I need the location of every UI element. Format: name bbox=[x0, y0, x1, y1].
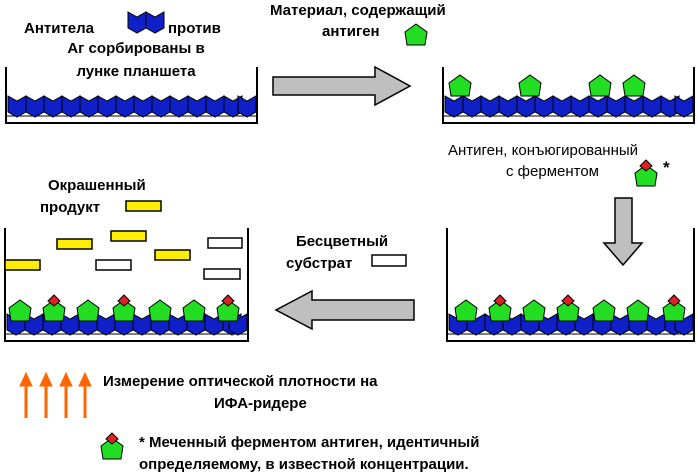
step1-label-part1: Антитела bbox=[24, 20, 95, 37]
antibody-icon bbox=[127, 11, 165, 34]
measurement-label-line2: ИФА-ридере bbox=[214, 395, 307, 412]
step1-label-line3: лунке планшета bbox=[76, 63, 196, 80]
antibody-layer-1 bbox=[7, 95, 257, 118]
well-3 bbox=[446, 228, 695, 342]
legend-line1: * Меченный ферментом антиген, идентичный bbox=[139, 434, 480, 451]
step1-label-line2: Аг сорбированы в bbox=[67, 40, 205, 57]
step3-asterisk: * bbox=[663, 158, 670, 177]
step2-label-line2: антиген bbox=[322, 23, 380, 40]
reader-arrows bbox=[19, 371, 92, 418]
colored-product-icon bbox=[125, 200, 162, 212]
step4-label-line1: Бесцветный bbox=[296, 233, 389, 250]
antigen-icon bbox=[404, 23, 428, 46]
step5-label-line1: Окрашенный bbox=[48, 177, 146, 194]
step3-label-line2: с ферментом bbox=[506, 163, 599, 180]
measurement-label-line1: Измерение оптической плотности на bbox=[103, 373, 378, 390]
antibody-layer-2 bbox=[444, 95, 694, 118]
arrow-left bbox=[274, 289, 415, 331]
legend-line2: определяемому, в известной концентрации. bbox=[139, 456, 469, 473]
step4-label-line2: субстрат bbox=[286, 255, 353, 272]
well-4 bbox=[4, 228, 249, 342]
colorless-substrate-icon bbox=[371, 254, 407, 267]
arrow-right-1 bbox=[272, 65, 412, 107]
arrow-down bbox=[602, 197, 644, 267]
step1-label-part2: против bbox=[168, 20, 221, 37]
step5-label-line2: продукт bbox=[40, 199, 101, 216]
step2-label-line1: Материал, содержащий bbox=[270, 2, 446, 19]
labeled-antigen-icon bbox=[634, 159, 658, 187]
well-2 bbox=[442, 67, 695, 124]
legend-labeled-antigen-icon bbox=[100, 432, 124, 460]
well-1 bbox=[5, 67, 258, 124]
antigen-layer-2 bbox=[448, 74, 646, 97]
product-rectangles bbox=[4, 230, 243, 280]
step3-label-line1: Антиген, конъюгированный bbox=[448, 142, 639, 159]
